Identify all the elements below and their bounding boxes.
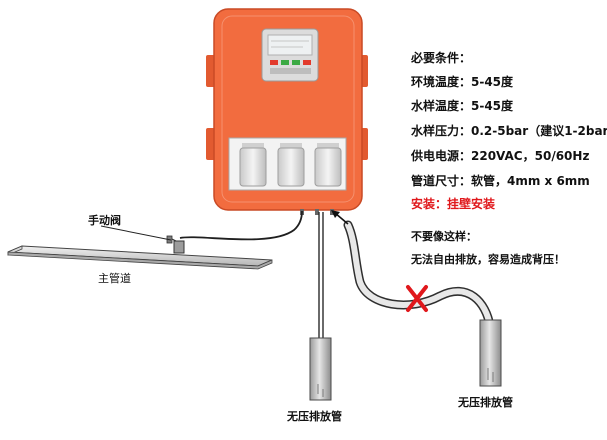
drain-pipe-wrong (331, 210, 502, 387)
condition-pipe-size: 管道尺寸：软管，4mm x 6mm (411, 174, 590, 188)
analyzer-cabinet (206, 8, 368, 215)
drain-pipe-right-label: 无压排放管 (458, 396, 513, 409)
drain-pipe-left-label: 无压排放管 (287, 410, 342, 423)
condition-install: 安装：挂壁安装 (411, 197, 496, 211)
manual-valve-drawing (100, 225, 185, 254)
red-x-icon (406, 285, 428, 312)
warning-heading: 不要像这样： (411, 230, 477, 243)
conditions-heading: 必要条件： (411, 51, 472, 65)
main-pipe-drawing (7, 245, 273, 270)
condition-ambient-temp: 环境温度：5-45度 (411, 75, 514, 89)
warning-text: 无法自由排放，容易造成背压！ (411, 253, 565, 266)
main-pipe-label: 主管道 (98, 272, 131, 285)
drain-pipe-correct (309, 212, 332, 401)
manual-valve-label: 手动阀 (88, 214, 121, 227)
condition-power: 供电电源：220VAC，50/60Hz (411, 149, 590, 163)
condition-sample-pressure: 水样压力：0.2-5bar（建议1-2bar） (411, 124, 607, 138)
condition-sample-temp: 水样温度：5-45度 (411, 99, 514, 113)
